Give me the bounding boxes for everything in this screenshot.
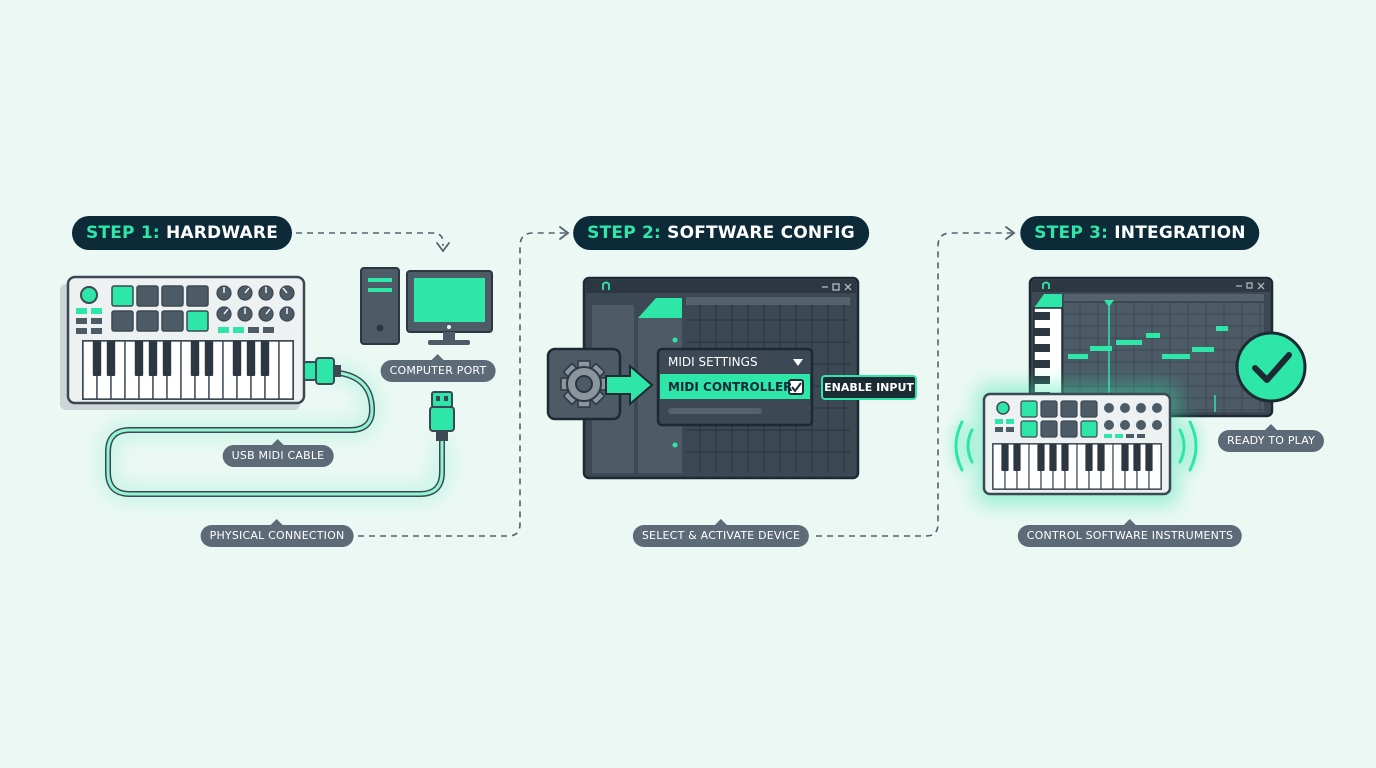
- piano-roll-key: [1034, 344, 1050, 352]
- black-key: [1037, 444, 1045, 471]
- black-key: [92, 341, 102, 376]
- ready-to-play-label: READY TO PLAY: [1217, 424, 1325, 452]
- black-key: [1097, 444, 1105, 471]
- midi-note: [1068, 354, 1088, 359]
- black-key: [1061, 444, 1069, 471]
- step-3-label: INTEGRATION: [1114, 223, 1246, 243]
- connector-physical-to-step2: [358, 232, 566, 537]
- midi-note: [1162, 354, 1190, 359]
- midi-note: [1192, 347, 1214, 352]
- black-key: [246, 341, 256, 376]
- piano-roll-key: [1034, 360, 1050, 368]
- midi-keyboard-icon: [60, 275, 306, 410]
- midi-note: [1216, 326, 1228, 331]
- piano-roll-icon: [1028, 276, 1274, 418]
- step-1-title: STEP 1: HARDWARE: [71, 216, 293, 250]
- piano-roll-key: [1034, 328, 1050, 336]
- step-1-number: STEP 1:: [85, 223, 160, 243]
- step-1-label: HARDWARE: [165, 223, 279, 243]
- black-key: [134, 341, 144, 376]
- midi-note: [1090, 346, 1112, 351]
- black-key: [1013, 444, 1021, 471]
- arrow-to-menu: [605, 363, 654, 407]
- piano-roll-key: [1034, 312, 1050, 320]
- arrowheads: [436, 226, 1016, 253]
- midi-settings-dropdown: [656, 347, 814, 427]
- black-key: [1121, 444, 1129, 471]
- usb-plug-icon: [429, 391, 455, 441]
- usb-midi-cable: [103, 367, 447, 499]
- black-key: [260, 341, 270, 376]
- black-key: [1145, 444, 1153, 471]
- black-key: [106, 341, 116, 376]
- black-key: [204, 341, 214, 376]
- midi-controller-item[interactable]: MIDI CONTROLLER: [668, 380, 793, 394]
- step-3-number: STEP 3:: [1034, 223, 1109, 243]
- black-key: [190, 341, 200, 376]
- midi-note: [1146, 333, 1160, 338]
- gear-icon: [546, 347, 622, 421]
- step-2-number: STEP 2:: [587, 223, 662, 243]
- midi-keyboard-icon: [982, 392, 1172, 496]
- connector-select-to-step3: [816, 232, 1012, 537]
- black-key: [162, 341, 172, 376]
- black-key: [1001, 444, 1009, 471]
- computer-port-label: COMPUTER PORT: [380, 354, 496, 382]
- sound-waves-icon: [954, 420, 1198, 472]
- black-key: [232, 341, 242, 376]
- black-key: [1049, 444, 1057, 471]
- step-3-title: STEP 3: INTEGRATION: [1020, 216, 1260, 250]
- select-activate-label: SELECT & ACTIVATE DEVICE: [632, 519, 810, 547]
- enable-input-button[interactable]: ENABLE INPUT: [821, 375, 917, 400]
- black-key: [1085, 444, 1093, 471]
- black-key: [1133, 444, 1141, 471]
- white-key: [278, 340, 294, 400]
- black-key: [148, 341, 158, 376]
- piano-roll-key: [1034, 376, 1050, 384]
- desktop-computer-icon: [360, 267, 493, 345]
- flow-connectors: [296, 232, 1012, 537]
- connector-step1-to-computer: [296, 232, 444, 246]
- step-2-title: STEP 2: SOFTWARE CONFIG: [573, 216, 869, 250]
- checkmark-icon: [1235, 331, 1307, 403]
- usb-midi-cable-label: USB MIDI CABLE: [222, 439, 334, 467]
- midi-note: [1116, 340, 1142, 345]
- usb-plug-icon: [303, 357, 341, 385]
- control-software-label: CONTROL SOFTWARE INSTRUMENTS: [1017, 519, 1243, 547]
- midi-settings-header: MIDI SETTINGS: [668, 355, 758, 369]
- physical-connection-label: PHYSICAL CONNECTION: [200, 519, 354, 547]
- step-2-label: SOFTWARE CONFIG: [667, 223, 855, 243]
